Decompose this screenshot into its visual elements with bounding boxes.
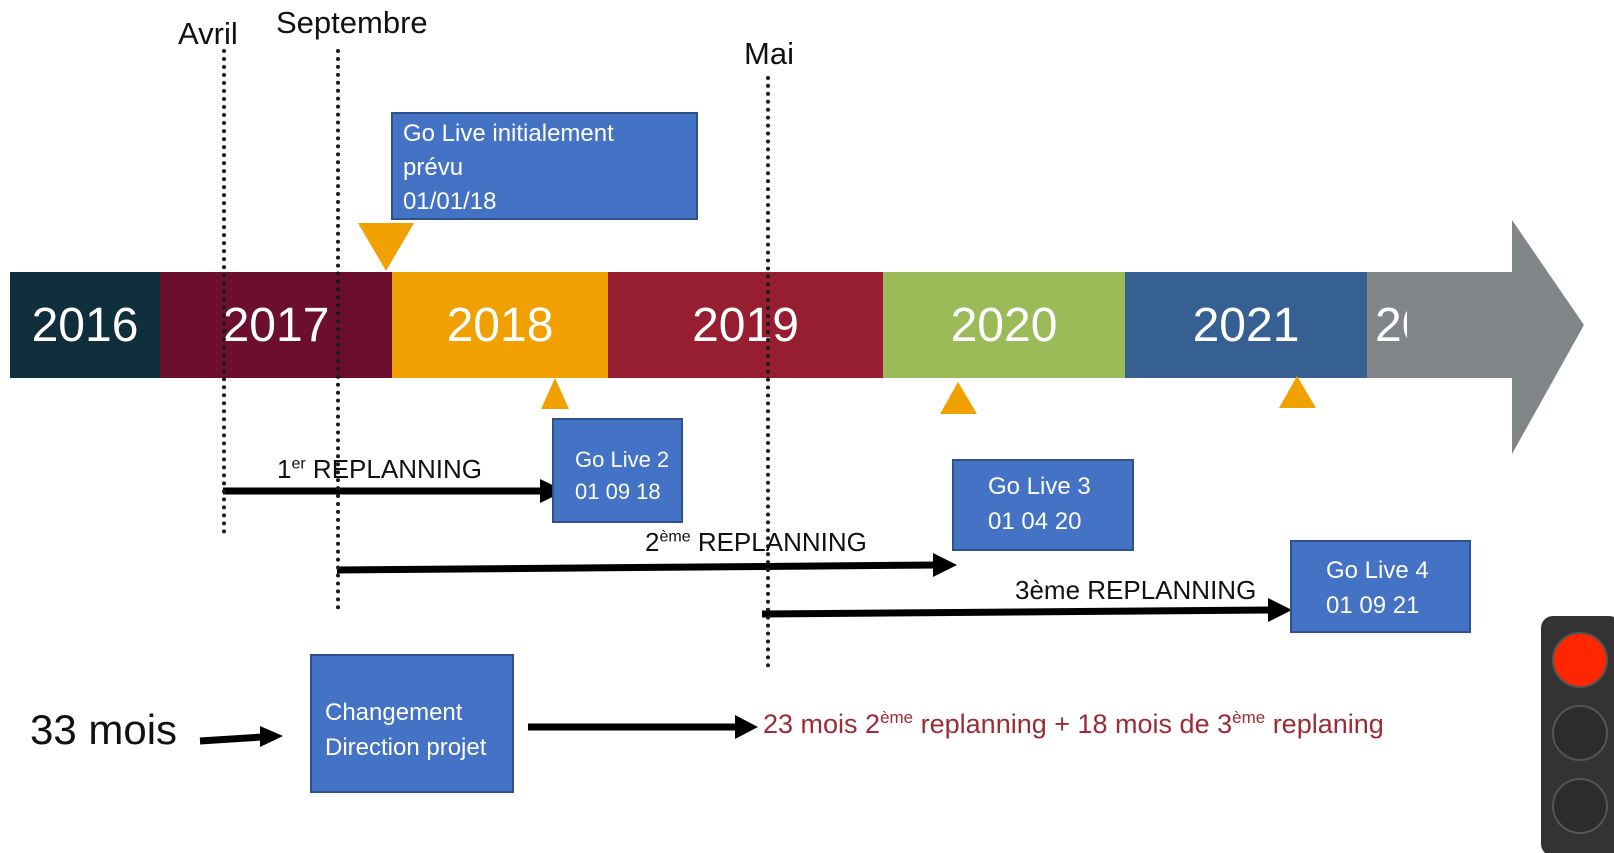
golive-4-marker — [1279, 376, 1316, 408]
month-label-septembre: Septembre — [276, 5, 428, 40]
replanning-2-arrowhead — [933, 553, 957, 577]
duration-label: 33 mois — [30, 706, 178, 753]
year-2018: 2018 — [392, 272, 608, 378]
traffic-light-red — [1552, 632, 1608, 688]
golive-2-marker — [541, 378, 569, 409]
duration-arrowhead — [260, 726, 283, 747]
month-label-mai: Mai — [744, 36, 794, 71]
golive-3-date: 01 04 20 — [988, 508, 1082, 535]
golive-3-marker — [940, 382, 977, 414]
traffic-light-amber — [1552, 705, 1608, 761]
timeline-arrowhead — [1407, 220, 1584, 454]
golive-4-box: Go Live 4 01 09 21 — [1290, 540, 1471, 633]
replanning-3-arrow — [761, 606, 1272, 618]
traffic-light-green — [1552, 778, 1608, 834]
golive-2-box: Go Live 2 01 09 18 — [552, 418, 683, 523]
year-2020: 2020 — [883, 272, 1125, 378]
change-arrowhead — [735, 715, 758, 739]
golive-2-title: Go Live 2 — [575, 447, 670, 472]
year-2016: 2016 — [10, 272, 160, 378]
replanning-2-label: 2ème REPLANNING — [645, 527, 867, 557]
year-2019: 2019 — [608, 272, 883, 378]
month-label-avril: Avril — [178, 16, 238, 51]
mai-dotted-line — [766, 76, 770, 668]
year-2021: 2021 — [1125, 272, 1367, 378]
avril-dotted-line — [222, 49, 226, 534]
golive-initial-line1: Go Live initialement — [403, 120, 614, 147]
golive-4-title: Go Live 4 — [1326, 557, 1429, 584]
septembre-dotted-line — [336, 49, 340, 610]
golive-2-date: 01 09 18 — [575, 479, 661, 504]
change-direction-line2: Direction projet — [325, 734, 487, 761]
year-2017: 2017 — [160, 272, 392, 378]
golive-initial-line2: prévu — [403, 154, 464, 181]
replanning-3-arrowhead — [1268, 598, 1292, 622]
replanning-1-label: 1er REPLANNING — [277, 454, 482, 484]
golive-3-title: Go Live 3 — [988, 473, 1091, 500]
duration-arrow — [199, 733, 263, 745]
change-direction-box: Changement Direction projet — [310, 654, 514, 793]
replanning-2-arrow — [336, 561, 938, 574]
golive-3-box: Go Live 3 01 04 20 — [952, 459, 1134, 551]
golive-initial-date: 01/01/18 — [403, 188, 497, 215]
change-direction-line1: Changement — [325, 699, 463, 726]
replanning-summary: 23 mois 2ème replanning + 18 mois de 3èm… — [763, 708, 1384, 739]
golive-initial-box: Go Live initialement prévu 01/01/18 — [391, 112, 698, 220]
initial-golive-marker — [358, 223, 414, 271]
replanning-3-label: 3ème REPLANNING — [1015, 575, 1257, 605]
golive-4-date: 01 09 21 — [1326, 592, 1420, 619]
